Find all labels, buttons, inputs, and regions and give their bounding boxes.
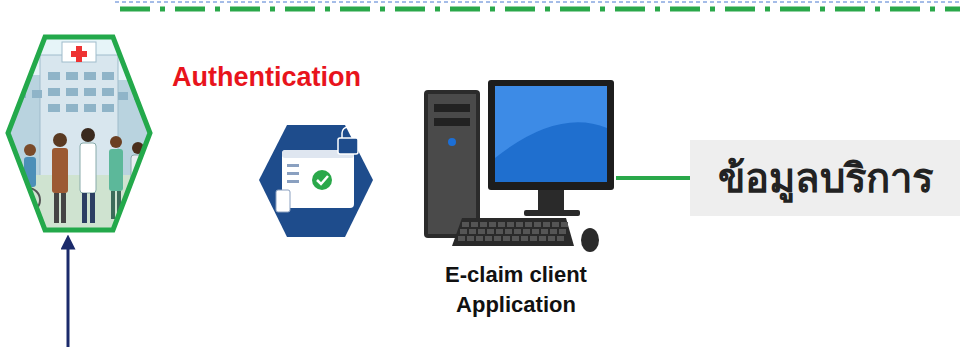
incoming-arrow — [67, 242, 70, 347]
app-label: E-claim client Application — [418, 260, 614, 320]
connector-line — [616, 176, 690, 180]
info-box: ข้อมูลบริการ — [690, 140, 960, 216]
auth-label: Authentication — [172, 62, 361, 93]
computer-illustration — [418, 68, 614, 258]
security-icon — [259, 125, 373, 237]
hospital-hexagon — [8, 37, 150, 230]
dashed-border — [120, 7, 960, 12]
computer-node: E-claim client Application — [418, 68, 614, 326]
hospital-illustration — [0, 30, 160, 240]
box-text: ข้อมูลบริการ — [718, 154, 933, 202]
dashed-border — [115, 2, 960, 3]
